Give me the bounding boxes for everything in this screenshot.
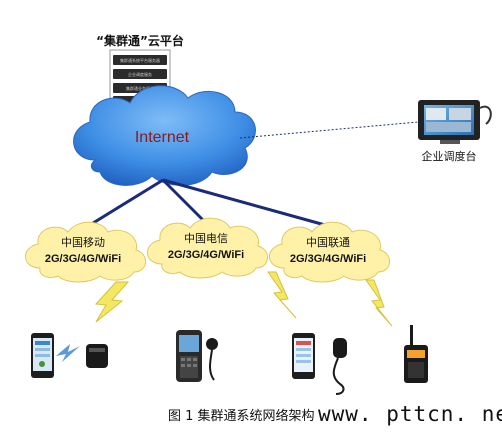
figure-caption: 图 1 集群通系统网络架构 xyxy=(168,409,315,424)
carrier-name-unicom: 中国联通 xyxy=(306,236,350,249)
signal-icon-1 xyxy=(56,344,80,362)
dispatch-console-icon xyxy=(418,100,492,144)
link-line-unicom xyxy=(162,178,326,227)
link-line-telecom xyxy=(161,178,207,224)
lightning-icon-unicom xyxy=(365,279,393,327)
speaker-mic-icon-2 xyxy=(332,338,347,395)
rack-line-3: 集群通业务服务 xyxy=(126,85,154,91)
link-line-mobile xyxy=(84,178,164,230)
watermark: www. pttcn. net xyxy=(318,402,502,426)
rack-line-2: 企业调度服务 xyxy=(128,71,152,77)
handheld-terminal-icon xyxy=(176,330,202,382)
platform-title: “集群通”云平台 xyxy=(96,33,184,48)
carrier-cloud-telecom xyxy=(147,217,268,279)
carrier-networks-mobile: 2G/3G/4G/WiFi xyxy=(45,253,121,265)
internet-cloud-icon xyxy=(73,85,256,186)
carrier-cloud-mobile xyxy=(25,221,146,283)
dispatch-label: 企业调度台 xyxy=(422,149,477,163)
smartphone-icon-1 xyxy=(31,333,54,378)
carrier-name-telecom: 中国电信 xyxy=(184,232,228,245)
lightning-icon-telecom xyxy=(267,271,297,319)
dispatch-link-line xyxy=(239,121,419,139)
carrier-cloud-unicom xyxy=(269,221,390,283)
carrier-networks-unicom: 2G/3G/4G/WiFi xyxy=(290,253,366,265)
walkie-talkie-icon xyxy=(404,325,428,383)
speaker-mic-icon-1 xyxy=(206,338,218,381)
carrier-networks-telecom: 2G/3G/4G/WiFi xyxy=(168,249,244,261)
rack-line-1: 集群通系统平台服务器 xyxy=(120,57,160,63)
radio-icon-1 xyxy=(86,344,108,368)
internet-label: Internet xyxy=(135,129,190,146)
carrier-name-mobile: 中国移动 xyxy=(61,236,105,249)
lightning-icon-mobile xyxy=(94,281,130,323)
smartphone-icon-2 xyxy=(292,333,315,379)
